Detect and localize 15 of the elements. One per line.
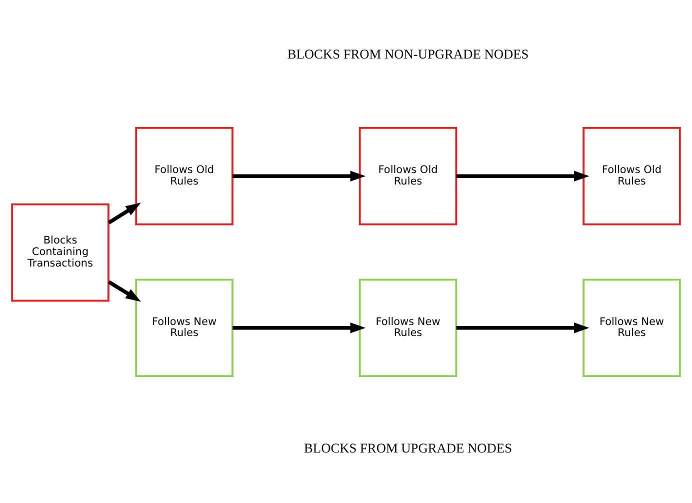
arrow <box>456 322 590 333</box>
node-box: Follows Old Rules <box>135 126 234 225</box>
node-box: Follows Old Rules <box>582 126 681 225</box>
arrow <box>232 322 366 333</box>
arrow <box>456 170 590 182</box>
node-box: Follows New Rules <box>358 278 458 376</box>
node-box: Follows New Rules <box>135 278 234 376</box>
label: BLOCKS FROM NON-UPGRADE NODES <box>287 46 529 62</box>
arrow <box>232 170 366 182</box>
arrow <box>108 280 142 302</box>
node-box: Follows New Rules <box>582 278 681 376</box>
label: BLOCKS FROM UPGRADE NODES <box>304 440 512 456</box>
node-box: Follows Old Rules <box>358 126 458 225</box>
arrow <box>108 202 141 224</box>
node-box: Blocks Containing Transactions <box>11 202 110 302</box>
